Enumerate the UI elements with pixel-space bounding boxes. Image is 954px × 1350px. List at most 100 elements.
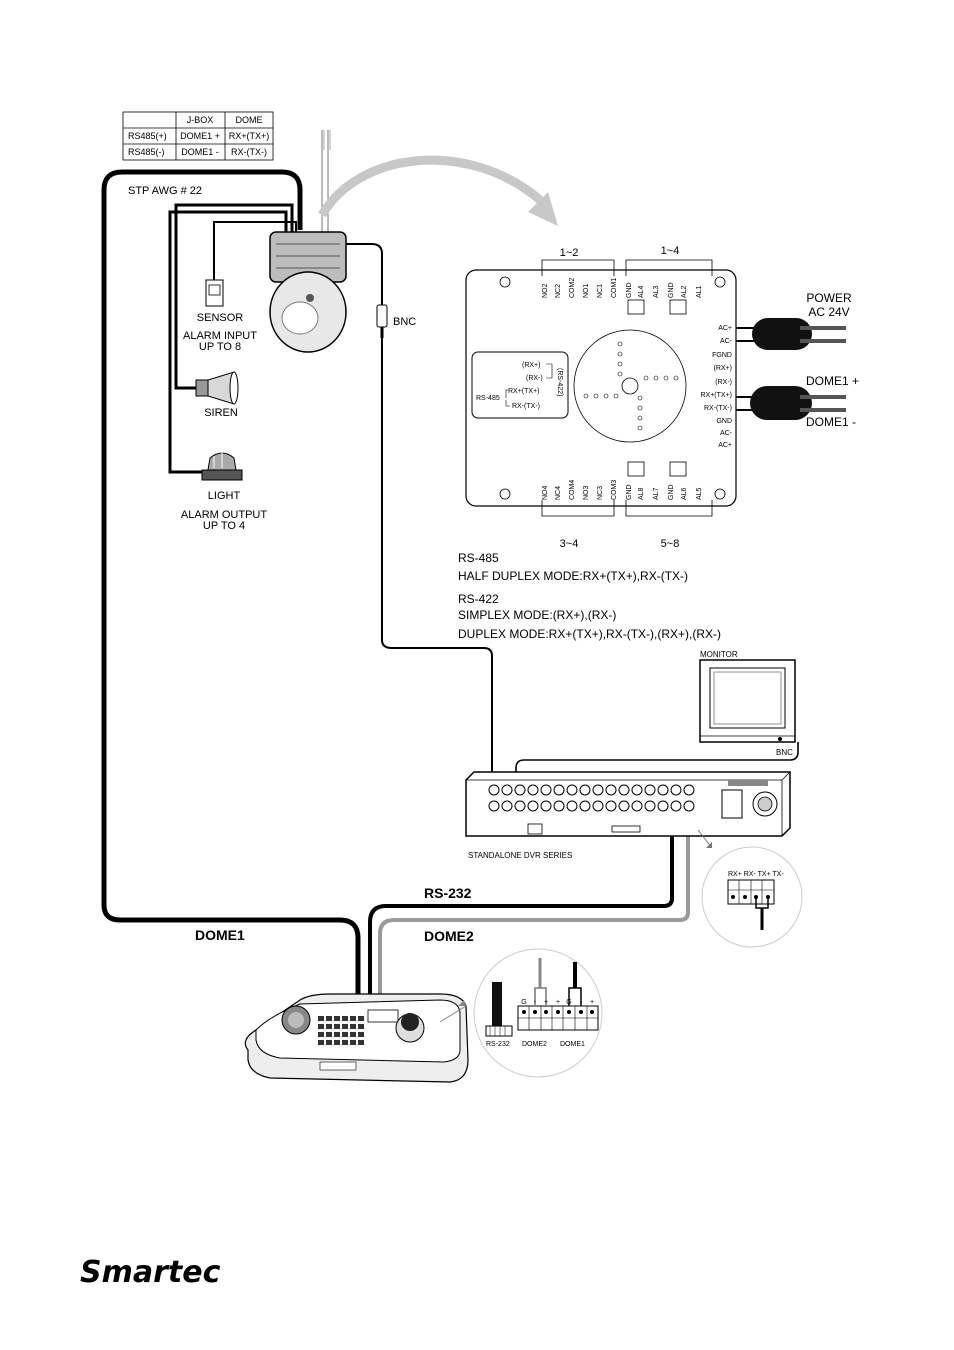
key [334,1024,340,1029]
keyboard-controller-icon [244,993,469,1083]
bnc-port [592,784,604,796]
bnc-port [566,800,578,812]
bnc-port [605,784,617,796]
dvr-label: STANDALONE DVR SERIES [468,851,572,860]
keyboard-port-detail [473,948,603,1078]
power-label: POWER [806,291,852,305]
terminal-label: AL1 [696,285,703,298]
note-rs422-simplex: SIMPLEX MODE:(RX+),(RX-) [458,608,616,622]
key [326,1016,332,1021]
dome1-label: DOME1 [195,927,245,943]
keyboard-dome1-label: DOME1 [560,1041,585,1048]
disc-dot [637,395,643,401]
terminal-label: NO1 [583,284,590,299]
terminal-label: COM4 [569,480,576,500]
terminal-label: AL2 [681,285,688,298]
key [318,1024,324,1029]
siren-icon [195,371,239,405]
alarm-output-count: UP TO 4 [203,520,245,532]
terminal-label: NO2 [542,284,549,299]
bnc-cable [340,243,493,810]
terminal-label: NC3 [597,486,604,500]
note-rs485-title: RS-485 [458,551,499,565]
terminal-label: AL7 [653,487,660,500]
terminal-label: GND [668,484,675,500]
bnc-port [514,800,526,812]
table-cell: DOME1 + [180,131,220,141]
terminal-sign: + [544,999,548,1006]
group-label: 1~2 [560,247,579,259]
terminal-label: AL4 [638,285,645,298]
monitor-label: MONITOR [700,650,738,659]
group-label: 3~4 [560,538,579,550]
bnc-port [540,800,552,812]
inset-label: RX+(TX+) [508,388,540,395]
disc-dot [583,393,589,399]
group-label: 5~8 [661,538,680,550]
disc-dot [617,371,623,377]
bnc-port [605,800,617,812]
disc-dot [617,341,623,347]
terminal-label: NC1 [597,284,604,298]
terminal-label: AC+ [718,442,732,449]
terminal-label: NO4 [542,486,549,501]
monitor-icon [699,659,796,743]
disc-dot [643,375,649,381]
bnc-port [540,784,552,796]
dome2-label: DOME2 [424,928,474,944]
inset-label: (RX-) [526,375,543,382]
terminal-sign: - [580,999,583,1006]
bnc-port [592,800,604,812]
dome1-cable [101,169,361,1010]
group-label: 1~4 [661,245,680,257]
sensor-label: SENSOR [197,312,244,324]
dome1-plus-label: DOME1 + [806,374,859,388]
terminal-label: COM3 [611,480,618,500]
key [326,1032,332,1037]
dvr-rs485-detail [701,846,803,948]
table-cell: RX-(TX-) [231,147,267,157]
siren-wire [174,203,294,390]
terminal-label: FGND [712,352,732,359]
key [326,1024,332,1029]
bnc-port [683,800,695,812]
key [358,1040,364,1045]
key [334,1032,340,1037]
bnc-port [579,800,591,812]
bnc-port [488,784,500,796]
jbox-disc-dots [583,341,679,431]
keyboard-dome2-label: DOME2 [522,1041,547,1048]
bnc-port [579,784,591,796]
terminal-sign: + [556,999,560,1006]
bnc-port [553,784,565,796]
inset-label: (RS-422) [556,368,563,396]
key [318,1040,324,1045]
table-header-jbox: J-BOX [187,115,214,125]
protocol-notes: RS-485 HALF DUPLEX MODE:RX+(TX+),RX-(TX-… [458,551,721,641]
bnc-port [618,784,630,796]
bnc-port [566,784,578,796]
monitor-cable [515,742,799,812]
connection-table: J-BOX DOME RS485(+) DOME1 + RX+(TX+) RS4… [122,111,274,161]
bnc-port [644,784,656,796]
disc-dot [637,415,643,421]
note-rs422-duplex: DUPLEX MODE:RX+(TX+),RX-(TX-),(RX+),(RX-… [458,627,721,641]
sensor-wire [213,221,297,282]
bnc-port [488,800,500,812]
terminal-label: COM1 [611,278,618,298]
arrow-icon [528,192,558,226]
disc-dot [603,393,609,399]
bnc-port [618,800,630,812]
dome1-cable-icon [736,386,846,420]
power-cable-icon [736,318,846,350]
brand-logo: Smartec [80,1255,221,1290]
light-wire [168,210,288,474]
inset-label: RX-(TX-) [512,403,540,410]
disc-dot [653,375,659,381]
rs232-label: RS-232 [424,885,472,901]
dome2-cable [378,830,690,1010]
cable-type-label: STP AWG # 22 [128,185,202,197]
bnc-port [657,784,669,796]
terminal-label: RX+(TX+) [700,392,732,399]
